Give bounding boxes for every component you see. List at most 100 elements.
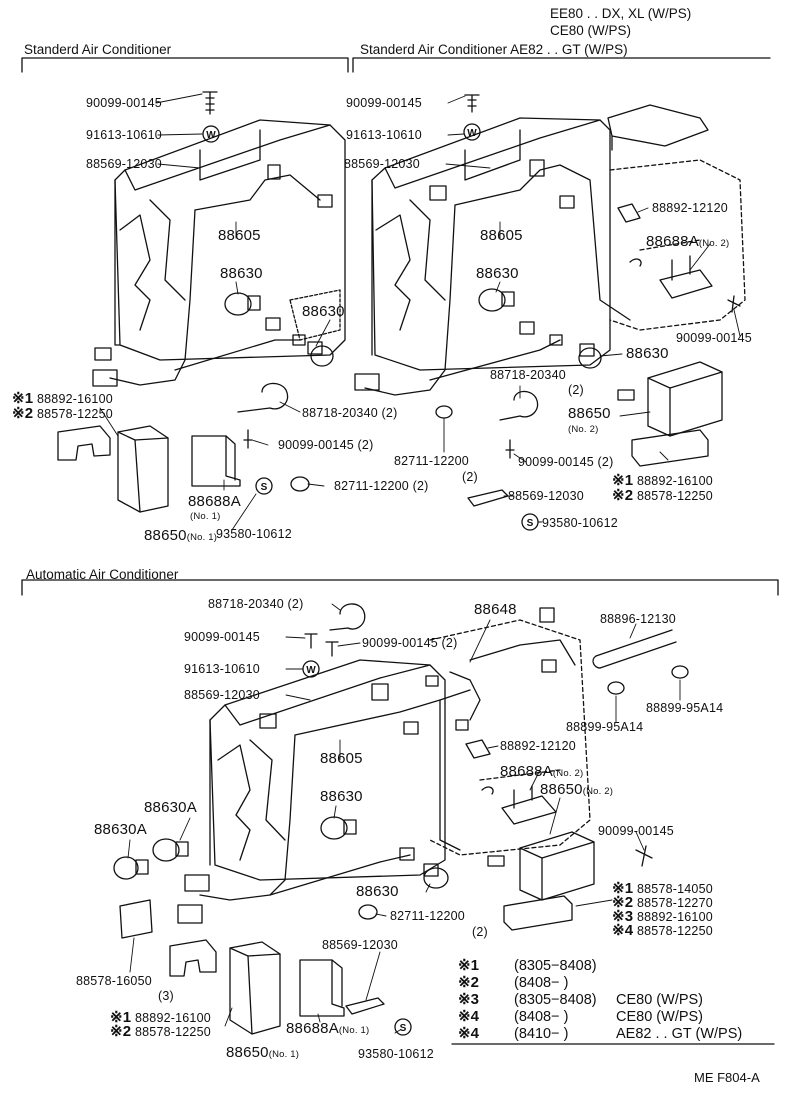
part-number: 88578-12270 bbox=[637, 896, 713, 910]
part-label: 82711-12200 (2) bbox=[334, 479, 429, 493]
part-label: 88688A(No. 2) bbox=[500, 764, 583, 782]
part-quantity: (2) bbox=[462, 470, 478, 484]
part-label: 90099-00145 bbox=[676, 331, 752, 345]
star-part-label: ※2 88578-12250 bbox=[110, 1023, 211, 1040]
part-number: 88578-14050 bbox=[637, 882, 713, 896]
star-part-label: ※4 88578-12250 bbox=[612, 923, 713, 938]
right-section-title-text: Standerd Air Conditioner bbox=[360, 42, 508, 57]
part-label: 88569-12030 bbox=[86, 157, 162, 171]
part-quantity: (2) bbox=[472, 925, 488, 939]
part-label: 90099-00145 (2) bbox=[278, 438, 374, 452]
part-label: 88718-20340 bbox=[490, 368, 566, 382]
part-number: 88650 bbox=[144, 527, 187, 544]
washer-icon: W bbox=[467, 128, 477, 139]
part-number: 88650 bbox=[540, 781, 583, 798]
legend-note: CE80 (W/PS) bbox=[616, 1009, 704, 1025]
auto-section-bracket bbox=[21, 579, 779, 596]
leader-lines bbox=[99, 93, 741, 1034]
auto-section-title: Automatic Air Conditioner bbox=[26, 567, 179, 582]
star-part-label: ※1 88892-16100 bbox=[110, 1009, 211, 1026]
legend-range: (8305−8408) bbox=[514, 958, 597, 974]
part-note: (No. 1) bbox=[186, 532, 218, 543]
legend-row: ※2 (8408− ) bbox=[458, 974, 616, 992]
part-number: 88688A bbox=[646, 233, 699, 250]
part-label: 88892-12120 bbox=[652, 201, 728, 215]
part-label: 88569-12030 bbox=[322, 938, 398, 952]
part-label: 90099-00145 bbox=[346, 96, 422, 110]
star-marker: ※1 bbox=[612, 472, 634, 489]
part-label: 88569-12030 bbox=[508, 489, 584, 503]
part-label: 88899-95A14 bbox=[566, 720, 644, 734]
legend-row: ※4(8410− )AE82 . . GT (W/PS) bbox=[458, 1025, 743, 1043]
variant-line-1: EE80 . . DX, XL (W/PS) bbox=[550, 6, 692, 21]
part-label: 88688A(No. 2) bbox=[646, 234, 729, 252]
star-part-label: ※1 88892-16100 bbox=[612, 472, 713, 489]
star-part-label: ※2 88578-12270 bbox=[612, 894, 713, 911]
star-part-label: ※3 88892-16100 bbox=[612, 908, 713, 925]
legend-range: (8305−8408) bbox=[514, 992, 597, 1008]
part-label: 90099-00145 bbox=[86, 96, 162, 110]
part-label: 88630 bbox=[356, 883, 399, 900]
legend-range: (8408− ) bbox=[514, 975, 569, 991]
legend-key: ※4 bbox=[458, 1025, 479, 1042]
washer-icon: W bbox=[306, 665, 316, 676]
left-ac-unit-drawing bbox=[57, 91, 346, 513]
part-label: 88650(No. 1) bbox=[226, 1045, 299, 1063]
part-label: 93580-10612 bbox=[358, 1047, 434, 1061]
part-label: 88578-16050 bbox=[76, 974, 152, 988]
right-section-title: Standerd Air Conditioner AE82 . . GT (W/… bbox=[360, 42, 628, 57]
screw-icon: S bbox=[527, 518, 534, 529]
part-label: 91613-10610 bbox=[346, 128, 422, 142]
part-label: 88630 bbox=[476, 265, 519, 282]
part-label: 88650(No. 1) bbox=[144, 528, 217, 546]
variant-line-2: CE80 (W/PS) bbox=[550, 23, 632, 38]
part-label: 88630 bbox=[320, 788, 363, 805]
part-number: 88892-16100 bbox=[37, 392, 113, 406]
star-marker: ※2 bbox=[612, 894, 634, 911]
star-part-label: ※1 88578-14050 bbox=[612, 881, 713, 896]
part-label: 88896-12130 bbox=[600, 612, 676, 626]
star-marker: ※2 bbox=[110, 1023, 132, 1040]
legend-row: ※4(8408− )CE80 (W/PS) bbox=[458, 1009, 704, 1026]
left-section-title: Standerd Air Conditioner bbox=[24, 42, 172, 57]
part-label: 88648 bbox=[474, 601, 517, 618]
star-part-label: ※2 88578-12250 bbox=[12, 406, 113, 421]
part-label: 88892-12120 bbox=[500, 739, 576, 753]
part-quantity: (2) bbox=[568, 383, 584, 397]
part-number: 88650 bbox=[226, 1044, 269, 1061]
legend-key: ※2 bbox=[458, 974, 479, 991]
right-ac-unit-drawing bbox=[354, 94, 746, 531]
legend-key: ※1 bbox=[458, 957, 479, 974]
part-label: 91613-10610 bbox=[86, 128, 162, 142]
legend-note: AE82 . . GT (W/PS) bbox=[616, 1026, 743, 1042]
part-label: 88899-95A14 bbox=[646, 701, 724, 715]
star-marker: ※1 bbox=[12, 390, 34, 407]
figure-code: ME F804-A bbox=[694, 1070, 760, 1085]
part-number: 88688A bbox=[500, 763, 553, 780]
part-label: 88718-20340 (2) bbox=[302, 406, 398, 420]
part-note: (No. 2) bbox=[568, 424, 599, 435]
star-marker: ※2 bbox=[612, 487, 634, 504]
part-label: 90099-00145 (2) bbox=[518, 455, 614, 469]
part-note: (No. 1) bbox=[190, 511, 221, 522]
part-label: 91613-10610 bbox=[184, 662, 260, 676]
part-label: 88688A(No. 1) bbox=[286, 1021, 369, 1039]
part-number: 88578-12250 bbox=[37, 407, 113, 421]
part-label: 93580-10612 bbox=[542, 516, 618, 530]
washer-icon: W bbox=[206, 130, 216, 141]
part-note: (No. 1) bbox=[268, 1049, 300, 1060]
part-label: 88718-20340 (2) bbox=[208, 597, 304, 611]
part-label: 82711-12200 bbox=[394, 454, 469, 468]
star-marker: ※3 bbox=[612, 908, 634, 925]
legend-note: CE80 (W/PS) bbox=[616, 992, 704, 1008]
part-number: 88892-16100 bbox=[637, 474, 713, 488]
part-number: 88578-12250 bbox=[637, 924, 713, 938]
screw-icon: S bbox=[400, 1023, 407, 1034]
part-number: 88578-12250 bbox=[637, 489, 713, 503]
part-number: 88688A bbox=[286, 1020, 339, 1037]
right-section-bracket bbox=[352, 57, 771, 73]
star-marker: ※1 bbox=[110, 1009, 132, 1026]
legend-range: (8408− ) bbox=[514, 1009, 569, 1025]
part-label: 90099-00145 bbox=[598, 824, 674, 838]
